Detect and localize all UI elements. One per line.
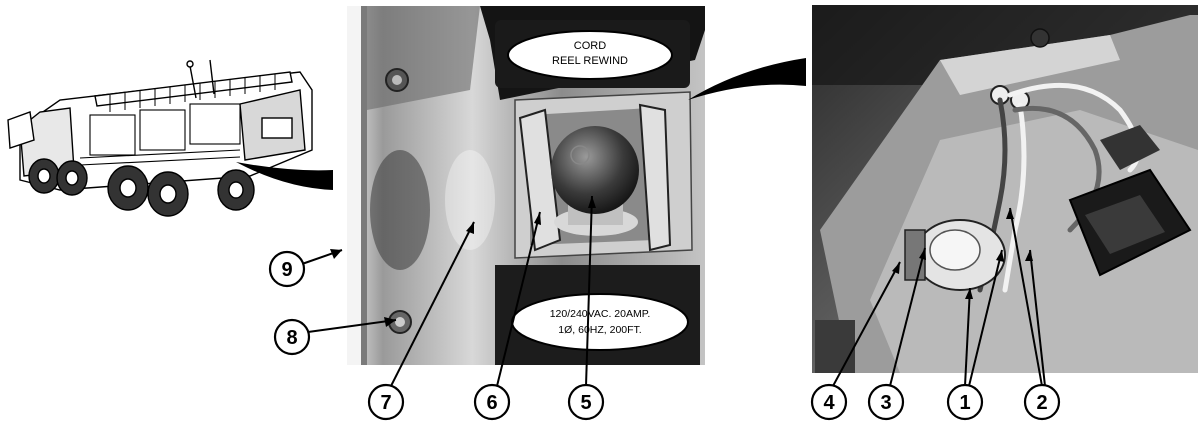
callout-2: 2 (1025, 385, 1059, 419)
rating-plate (512, 294, 688, 350)
svg-text:4: 4 (823, 392, 835, 414)
svg-text:6: 6 (486, 392, 497, 414)
svg-text:5: 5 (580, 392, 591, 414)
callout-5: 5 (569, 385, 603, 419)
callout-7: 7 (369, 385, 403, 419)
callout-9: 9 (270, 252, 304, 286)
svg-text:1: 1 (959, 392, 970, 414)
plate-bottom-line1: 120/240VAC. 20AMP. (550, 308, 651, 320)
svg-text:7: 7 (380, 392, 391, 414)
left-photo: CORD REEL REWIND 120/240VAC. 20AMP. 1Ø, … (347, 6, 705, 365)
plate-top-line2: REEL REWIND (552, 55, 628, 67)
svg-text:3: 3 (880, 392, 891, 414)
detail-pointer-right (688, 58, 806, 100)
callout-6: 6 (475, 385, 509, 419)
svg-text:9: 9 (281, 259, 292, 281)
callout-3: 3 (869, 385, 903, 419)
rewind-knob (551, 126, 639, 214)
svg-text:2: 2 (1036, 392, 1047, 414)
plate-bottom-line2: 1Ø, 60HZ, 200FT. (558, 324, 641, 336)
callout-1: 1 (948, 385, 982, 419)
svg-text:8: 8 (286, 327, 297, 349)
plate-top-line1: CORD (574, 40, 606, 52)
callout-4: 4 (812, 385, 846, 419)
callout-8: 8 (275, 320, 309, 354)
fire-truck-illustration (8, 60, 312, 216)
